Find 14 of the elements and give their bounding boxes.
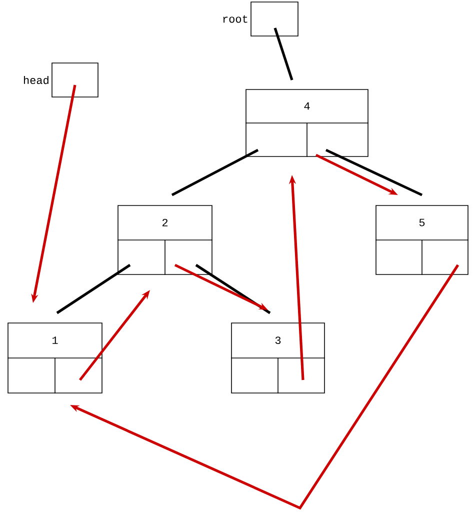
pointer-name: root: [223, 15, 248, 23]
tree-line: [274, 28, 294, 80]
record-box: 2: [117, 205, 213, 276]
pointer-box: [52, 62, 98, 98]
tree-line: [195, 264, 271, 314]
tree-line: [171, 148, 259, 196]
tree-line: [325, 148, 423, 196]
record-box: 5: [375, 205, 469, 276]
record-box: 1: [7, 322, 103, 394]
tree-line: [56, 264, 131, 314]
record-box: 3: [230, 322, 326, 394]
pointer-name: head: [24, 76, 48, 84]
record-box: 4: [245, 89, 369, 158]
pointer-box: [250, 2, 298, 36]
